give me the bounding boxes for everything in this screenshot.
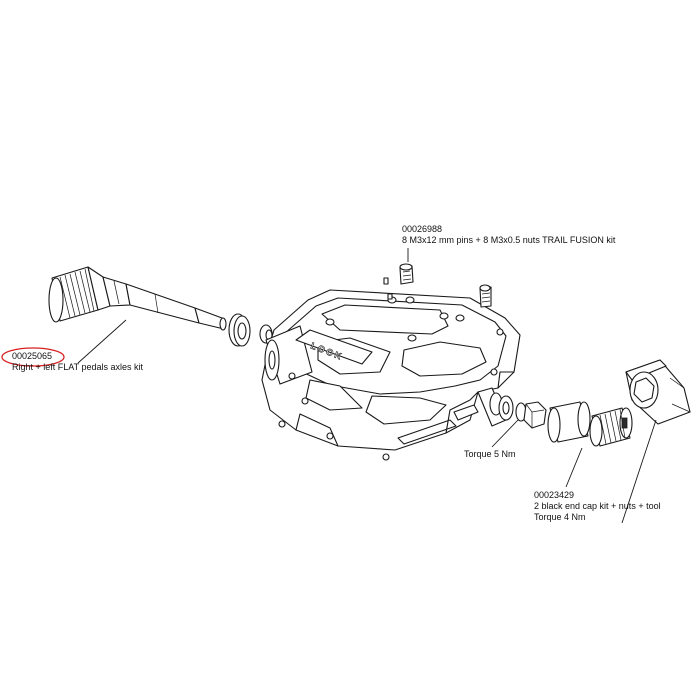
nut-torque: Torque 5 Nm	[464, 449, 516, 459]
pins	[278, 263, 504, 461]
leader-lines	[77, 248, 657, 524]
nut-callout: Torque 5 Nm	[464, 449, 516, 460]
end-cap-threaded	[589, 407, 633, 447]
end-cap-callout: 00023429 2 black end cap kit + nuts + to…	[534, 490, 661, 523]
pins-callout: 00026988 8 M3x12 mm pins + 8 M3x0.5 nuts…	[402, 224, 615, 246]
pins-description: 8 M3x12 mm pins + 8 M3x0.5 nuts TRAIL FU…	[402, 235, 616, 245]
highlight-oval	[1, 347, 65, 367]
end-cap-leader	[565, 447, 583, 488]
pedal-body: LOOK	[261, 289, 521, 451]
pin	[399, 263, 414, 285]
axle-callout: 00025065 Right + left FLAT pedals axles …	[12, 351, 143, 373]
pin	[479, 284, 492, 308]
axle-thread	[59, 268, 95, 319]
pins-part-number: 00026988	[402, 224, 443, 234]
axle-part-number: 00025065	[12, 351, 53, 361]
tool-leader	[621, 419, 657, 524]
axle-leader	[77, 319, 127, 364]
axle-nut-stack	[489, 392, 547, 429]
end-cap-tool	[625, 359, 691, 425]
nut-leader	[491, 419, 519, 448]
end-cap-body	[547, 401, 591, 443]
axle-description: Right + left FLAT pedals axles kit	[12, 362, 143, 372]
axle	[48, 266, 227, 331]
end-cap-torque: Torque 4 Nm	[534, 512, 586, 522]
pin-stubs	[278, 277, 504, 461]
end-cap-description: 2 black end cap kit + nuts + tool	[534, 501, 661, 511]
inner-bearing	[228, 313, 273, 347]
end-cap-part-number: 00023429	[534, 490, 575, 500]
